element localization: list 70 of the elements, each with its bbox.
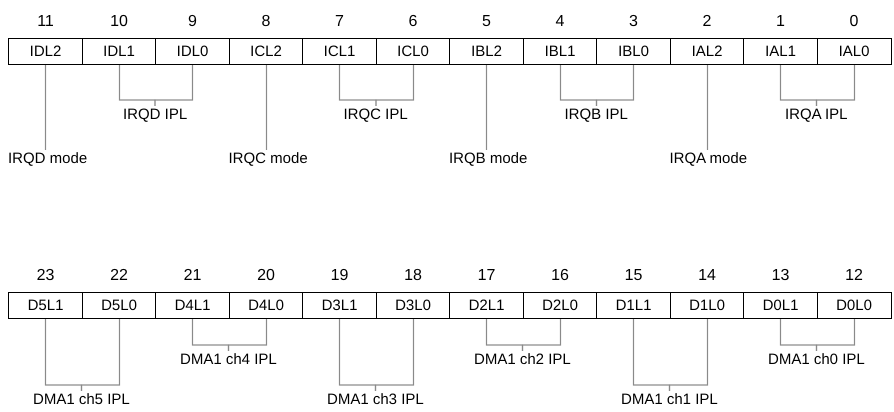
leader-line (486, 65, 488, 150)
bit-number: 9 (187, 12, 198, 32)
leader-line (668, 319, 708, 391)
leader-line (154, 65, 194, 106)
register-field: D4L0 (228, 292, 304, 319)
register-field: D0L0 (816, 292, 892, 319)
bit-number: 1 (775, 12, 786, 32)
leader-line (80, 319, 120, 391)
bit-number: 19 (330, 266, 350, 286)
leader-line (266, 65, 268, 150)
register-field: IBL0 (596, 38, 671, 65)
bit-number: 22 (109, 266, 129, 286)
register-field: IAL2 (670, 38, 744, 65)
register-field: D2L0 (522, 292, 598, 319)
register-field: ICL1 (302, 38, 377, 65)
bit-number: 0 (848, 12, 860, 32)
bit-number: 11 (36, 12, 55, 32)
leader-line (375, 65, 414, 106)
leader-line (522, 319, 562, 351)
bit-number: 2 (702, 12, 712, 32)
bit-number: 15 (624, 266, 644, 286)
register-field: D5L0 (82, 292, 156, 319)
register-field: IBL1 (522, 38, 598, 65)
bit-number: 17 (476, 266, 496, 286)
register-field: IAL0 (816, 38, 892, 65)
bit-number: 7 (334, 12, 345, 32)
field-label: IRQB IPL (564, 106, 628, 124)
field-label: IRQD mode (8, 150, 88, 168)
leader-line (374, 319, 414, 391)
register-field: D1L1 (596, 292, 671, 319)
register-field: IDL0 (155, 38, 230, 65)
register-field: D3L0 (376, 292, 450, 319)
leader-line (816, 65, 856, 106)
leader-line (816, 319, 856, 351)
field-label: IRQB mode (449, 150, 528, 168)
leader-line (44, 65, 46, 150)
leader-line (596, 65, 634, 106)
field-label: IRQA mode (670, 150, 748, 168)
register-field: IBL2 (449, 38, 524, 65)
register-field: D5L1 (8, 292, 83, 319)
register-field: D2L1 (449, 292, 524, 319)
bit-number: 18 (403, 266, 423, 286)
register-field: ICL2 (228, 38, 304, 65)
bit-number: 23 (36, 266, 56, 286)
bit-number: 21 (182, 266, 202, 286)
field-label: IRQC mode (228, 150, 308, 168)
bit-number: 8 (260, 12, 272, 32)
bit-number: 16 (550, 266, 570, 286)
bit-number: 12 (844, 266, 864, 286)
bit-number: 20 (256, 266, 276, 286)
bit-number: 13 (770, 266, 790, 286)
register-field: ICL0 (376, 38, 450, 65)
bit-number: 3 (628, 12, 639, 32)
register-field: D1L0 (670, 292, 744, 319)
leader-line (228, 319, 268, 351)
register-field: IDL1 (82, 38, 156, 65)
bit-number: 10 (109, 12, 129, 32)
register-field: IAL1 (743, 38, 818, 65)
register-field: D4L1 (155, 292, 230, 319)
bit-number: 5 (481, 12, 492, 32)
leader-line (706, 65, 708, 150)
register-field: IDL2 (8, 38, 83, 65)
bit-number: 6 (408, 12, 418, 32)
bit-number: 4 (554, 12, 566, 32)
register-field: D3L1 (302, 292, 377, 319)
field-label: IRQA IPL (785, 106, 848, 124)
bit-number: 14 (697, 266, 717, 286)
field-label: IRQC IPL (344, 106, 408, 124)
field-label: IRQD IPL (123, 106, 188, 124)
register-field: D0L1 (743, 292, 818, 319)
